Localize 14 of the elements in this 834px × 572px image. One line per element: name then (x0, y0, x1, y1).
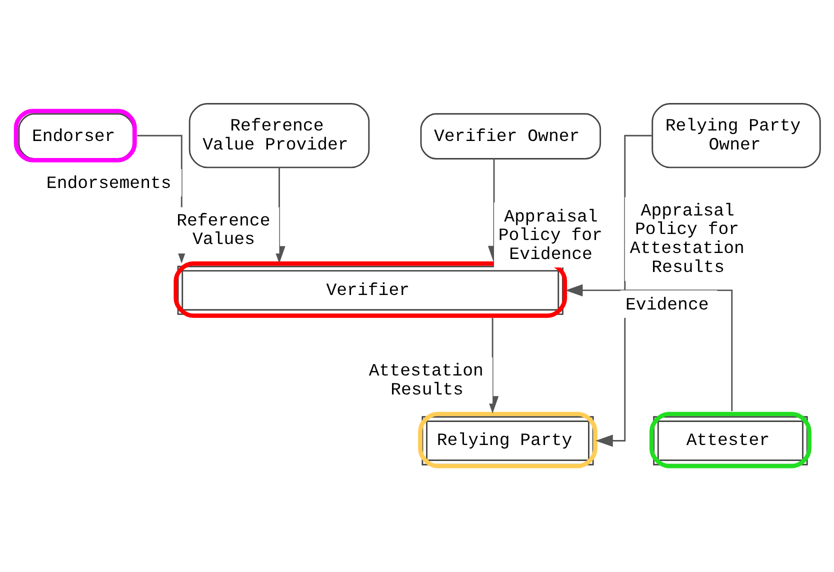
node-box: Attester (649, 412, 812, 468)
edge-label: Attestation Results (368, 362, 484, 400)
edge-label: Evidence (626, 296, 709, 316)
node-box: Endorser (14, 108, 137, 162)
edge-label: Endorsements (46, 174, 172, 194)
node-box: Reference Value Provider (188, 103, 370, 168)
node-box: Verifier Owner (420, 113, 602, 160)
edge-label: Appraisal Policy for Attestation Results (630, 202, 744, 278)
arrow (596, 134, 652, 447)
node-box: Relying Party Owner (652, 103, 821, 168)
arrow (565, 284, 733, 412)
edge-label: Reference Values (176, 212, 270, 250)
node-box: Relying Party (418, 412, 598, 468)
node-box: Verifier (174, 261, 568, 318)
